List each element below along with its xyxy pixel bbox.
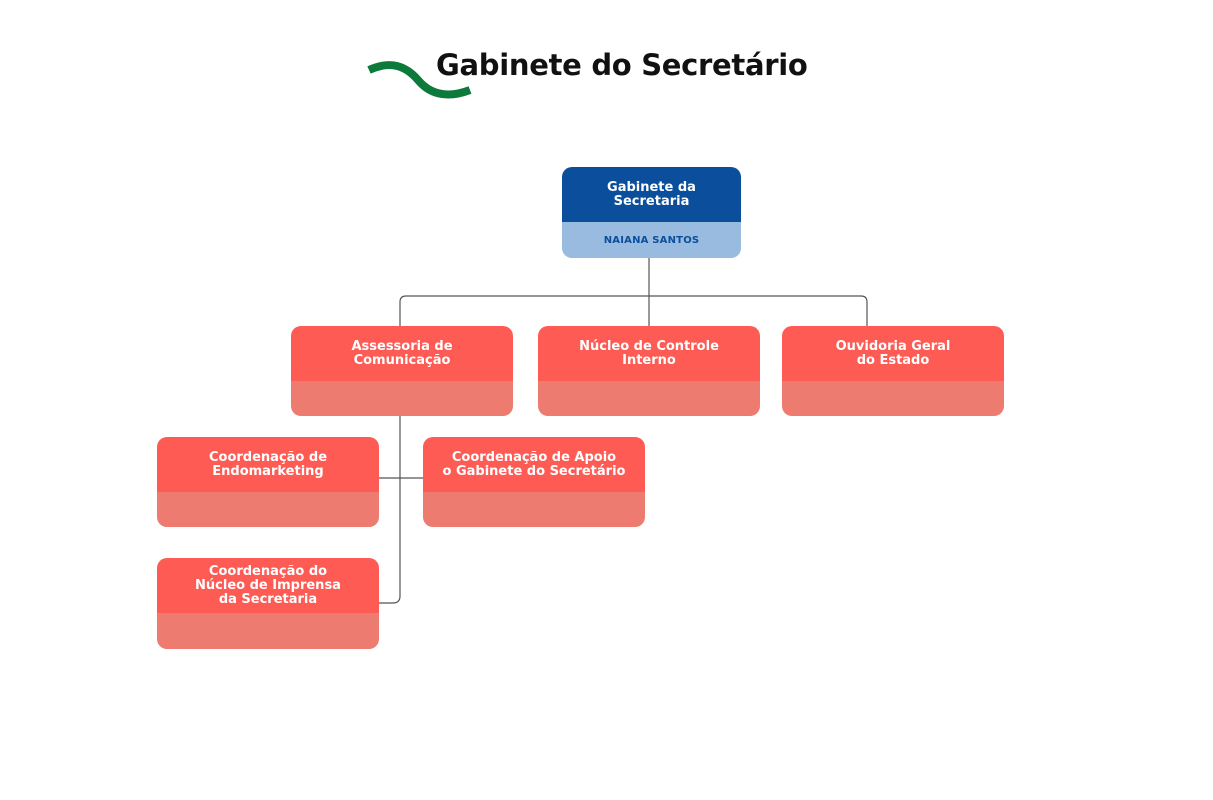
connector-assessoria-trunk	[378, 416, 401, 604]
green-wave-icon	[367, 61, 472, 99]
node-title: Gabinete da Secretaria	[562, 167, 741, 222]
org-node-assessoria-de-comunicacao[interactable]: Assessoria de Comunicação	[291, 326, 513, 416]
node-person	[291, 381, 513, 416]
org-node-nucleo-de-controle-interno[interactable]: Núcleo de Controle Interno	[538, 326, 760, 416]
page-header: Gabinete do Secretário	[366, 44, 826, 108]
org-node-coordenacao-nucleo-de-imprensa[interactable]: Coordenação do Núcleo de Imprensa da Sec…	[157, 558, 379, 649]
node-title: Coordenação do Núcleo de Imprensa da Sec…	[157, 558, 379, 613]
node-title: Coordenação de Endomarketing	[157, 437, 379, 492]
node-person	[423, 492, 645, 527]
org-node-gabinete-da-secretaria[interactable]: Gabinete da Secretaria NAIANA SANTOS	[562, 167, 741, 258]
node-title: Assessoria de Comunicação	[291, 326, 513, 381]
node-person: NAIANA SANTOS	[562, 222, 741, 258]
org-node-coordenacao-de-apoio-gabinete[interactable]: Coordenação de Apoio o Gabinete do Secre…	[423, 437, 645, 527]
node-title: Coordenação de Apoio o Gabinete do Secre…	[423, 437, 645, 492]
node-person	[157, 613, 379, 649]
org-node-ouvidoria-geral-do-estado[interactable]: Ouvidoria Geral do Estado	[782, 326, 1004, 416]
page-title: Gabinete do Secretário	[436, 48, 808, 82]
node-person	[157, 492, 379, 527]
node-person	[782, 381, 1004, 416]
node-person	[538, 381, 760, 416]
org-node-coordenacao-de-endomarketing[interactable]: Coordenação de Endomarketing	[157, 437, 379, 527]
node-title: Ouvidoria Geral do Estado	[782, 326, 1004, 381]
connector-level1-bus	[399, 295, 868, 326]
node-title: Núcleo de Controle Interno	[538, 326, 760, 381]
